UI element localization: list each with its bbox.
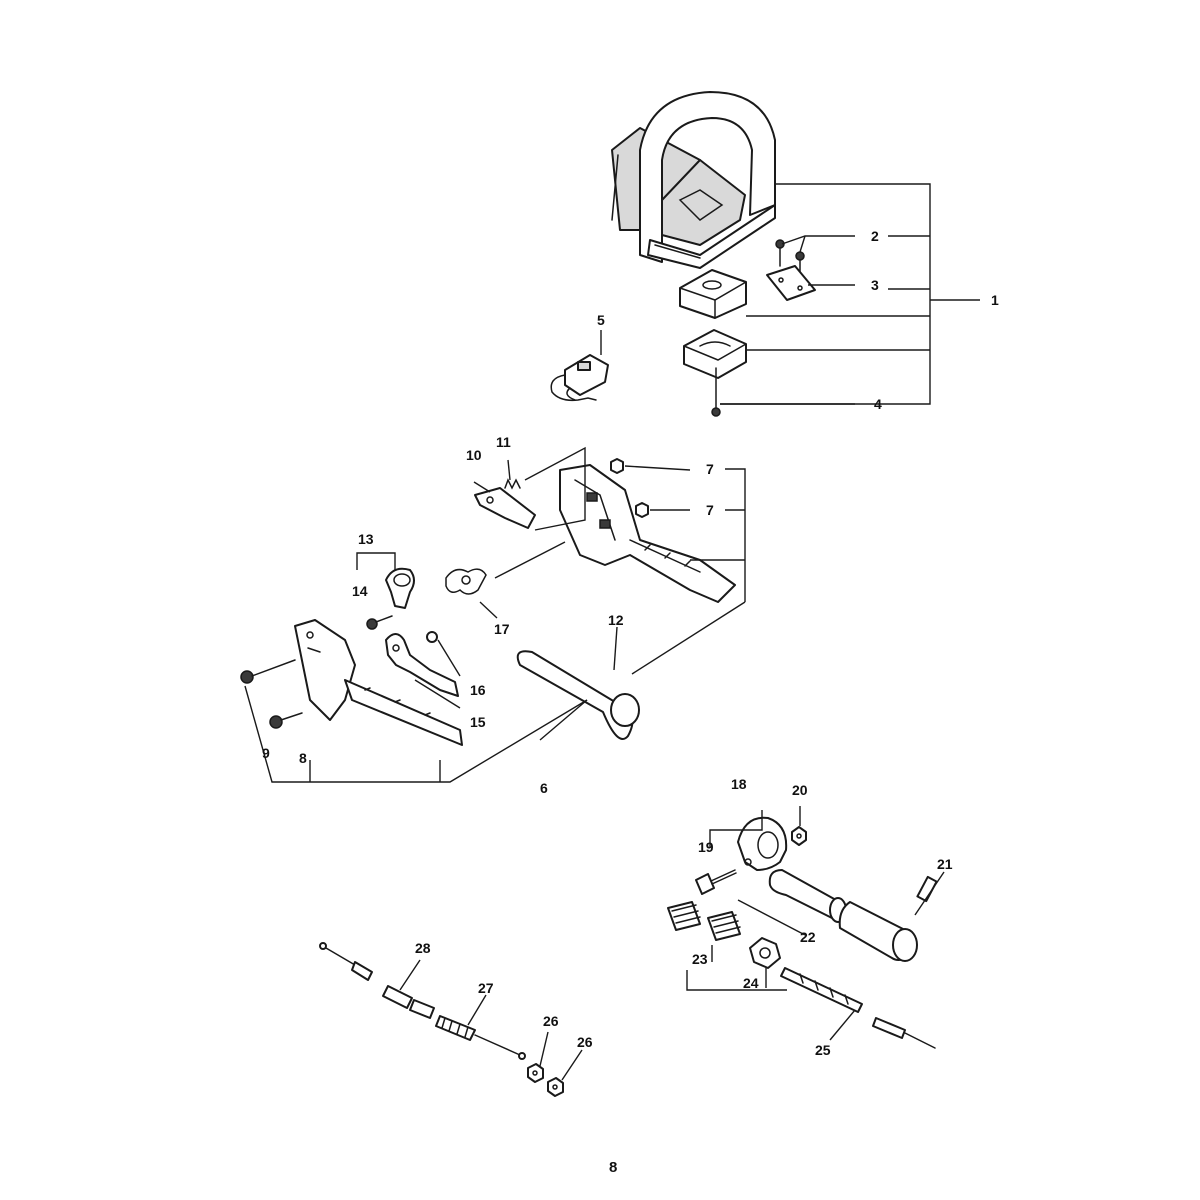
callout-16: 16 [470,682,486,698]
nut-lower [635,502,649,518]
drive-tube-21 [838,875,938,962]
rubber-bushing-23b [707,911,741,941]
lower-clamp-block [683,329,747,379]
callout-19: 19 [698,839,714,855]
loop-handle [611,91,776,269]
callout-25: 25 [815,1042,831,1058]
callout-2: 2 [871,228,879,244]
handle-grip-tube [516,650,640,740]
callout-12: 12 [608,612,624,628]
callout-9: 9 [262,745,270,761]
callout-1: 1 [991,292,999,308]
lockout-spring [445,568,487,595]
callout-4: 4 [874,396,882,412]
callout-6: 6 [540,780,548,796]
callout-5: 5 [597,312,605,328]
pin-16 [426,631,438,643]
callout-26-left: 26 [543,1013,559,1029]
callout-22: 22 [800,929,816,945]
throttle-trigger [474,487,536,529]
coupling-nut-24 [749,937,781,969]
callout-7-upper: 7 [706,461,714,477]
callout-13: 13 [358,531,374,547]
callout-23: 23 [692,951,708,967]
handle-half-right [559,464,736,603]
callout-20: 20 [792,782,808,798]
screw-8 [269,712,303,729]
cable-nut-26b [547,1077,564,1097]
callout-18: 18 [731,776,747,792]
cable-clamp-13 [385,567,415,609]
cable-nut-26a [527,1063,544,1083]
callout-3: 3 [871,277,879,293]
upper-clamp-block [679,269,747,319]
callout-14: 14 [352,583,368,599]
callout-17: 17 [494,621,510,637]
tube-clamp-18 [737,816,788,871]
rubber-bushing-23a [667,901,701,931]
cable-housing-27 [409,999,526,1060]
ignition-switch [550,354,609,402]
nut-upper [610,458,624,474]
clamp-plate [766,265,816,301]
tube-section-22 [768,869,847,923]
callout-28: 28 [415,940,431,956]
nut-20 [791,826,807,846]
callout-15: 15 [470,714,486,730]
throttle-lever [385,633,459,697]
trigger-spring [504,478,521,490]
clamp-screw [711,367,721,417]
bolt-19 [695,869,737,895]
callout-8: 8 [299,750,307,766]
callout-27: 27 [478,980,494,996]
drive-shaft-25 [780,967,936,1049]
handle-half-left [294,619,463,746]
clamp-screw-14 [366,615,393,630]
callout-26-right: 26 [577,1034,593,1050]
screw-9 [240,659,296,684]
callout-10: 10 [466,447,482,463]
callout-7-lower: 7 [706,502,714,518]
callout-24: 24 [743,975,759,991]
page-number: 8 [609,1159,617,1176]
callout-21: 21 [937,856,953,872]
callout-11: 11 [496,434,511,450]
throttle-cable-28 [319,942,413,1009]
